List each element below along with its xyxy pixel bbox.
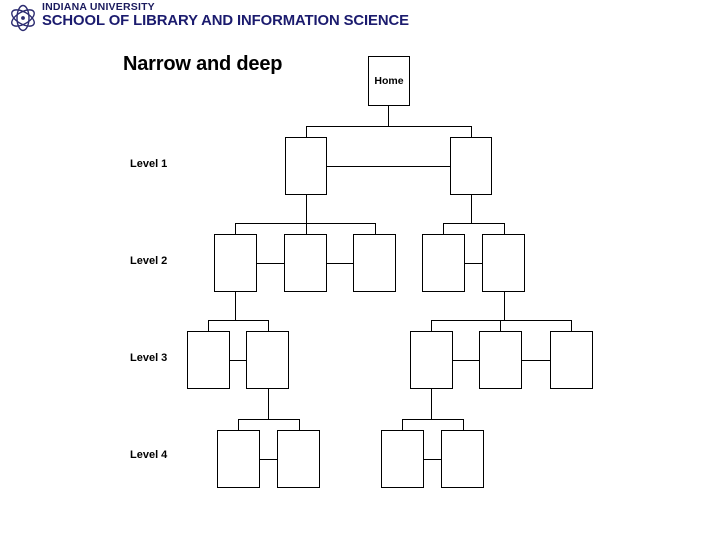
node-l2-a[interactable] (214, 234, 257, 292)
node-l2-e[interactable] (482, 234, 525, 292)
edge-to-l3-a (208, 320, 209, 331)
edge-l3b-down (268, 389, 269, 419)
node-l1-b[interactable] (450, 137, 492, 195)
edge-to-l4-c (402, 419, 403, 430)
edge-sibling-l3-cd (453, 360, 479, 361)
header-university-name: INDIANA UNIVERSITY (42, 1, 155, 13)
edge-l2e-down (504, 292, 505, 320)
edge-level3-left-bus (208, 320, 268, 321)
page-title: Narrow and deep (123, 53, 283, 75)
edge-level2-left-bus (235, 223, 376, 224)
edge-l3c-down (431, 389, 432, 419)
edge-sibling-l3-de (522, 360, 550, 361)
node-l1-a[interactable] (285, 137, 327, 195)
edge-to-l3-d (500, 320, 501, 331)
edge-to-l3-c (431, 320, 432, 331)
edge-to-l1-a (306, 126, 307, 137)
edge-to-l4-a (238, 419, 239, 430)
node-l4-b[interactable] (277, 430, 320, 488)
edge-to-l2-e (504, 223, 505, 234)
edge-l1b-down (471, 195, 472, 223)
edge-sibling-l4-cd (424, 459, 441, 460)
level-label-1: Level 1 (130, 158, 168, 170)
edge-sibling-l1 (327, 166, 450, 167)
edge-home-down (388, 106, 389, 126)
edge-to-l3-b (268, 320, 269, 331)
node-l4-a[interactable] (217, 430, 260, 488)
edge-level1-bus (306, 126, 472, 127)
node-l3-d[interactable] (479, 331, 522, 389)
edge-l2a-down (235, 292, 236, 320)
edge-level4-left-bus (238, 419, 299, 420)
node-l2-c[interactable] (353, 234, 396, 292)
edge-to-l4-b (299, 419, 300, 430)
iu-atom-trefoil-icon (6, 3, 40, 33)
edge-sibling-l2-bc (327, 263, 354, 264)
node-l2-d[interactable] (422, 234, 465, 292)
node-l3-b[interactable] (246, 331, 289, 389)
level-label-3: Level 3 (130, 352, 168, 364)
edge-to-l3-e (571, 320, 572, 331)
slide-footer: Advanced Information Architecture- Fall … (0, 505, 720, 540)
node-l3-a[interactable] (187, 331, 230, 389)
edge-to-l2-c (375, 223, 376, 234)
node-l3-c[interactable] (410, 331, 453, 389)
edge-sibling-l2-de (465, 263, 482, 264)
node-home-label: Home (374, 75, 404, 87)
edge-to-l2-d (443, 223, 444, 234)
header-school-name: SCHOOL OF LIBRARY AND INFORMATION SCIENC… (42, 12, 409, 29)
edge-to-l1-b (471, 126, 472, 137)
node-l4-d[interactable] (441, 430, 484, 488)
node-home[interactable]: Home (368, 56, 410, 106)
edge-sibling-l4-ab (260, 459, 277, 460)
level-label-4: Level 4 (130, 449, 168, 461)
node-l4-c[interactable] (381, 430, 424, 488)
edge-to-l2-b (306, 223, 307, 234)
edge-level4-right-bus (402, 419, 463, 420)
slide-header: INDIANA UNIVERSITY SCHOOL OF LIBRARY AND… (0, 0, 720, 36)
edge-sibling-l3-ab (230, 360, 246, 361)
edge-level3-right-bus (431, 320, 571, 321)
edge-level2-right-bus (443, 223, 504, 224)
edge-l1a-down (306, 195, 307, 223)
level-label-2: Level 2 (130, 255, 168, 267)
node-l2-b[interactable] (284, 234, 327, 292)
edge-to-l4-d (463, 419, 464, 430)
node-l3-e[interactable] (550, 331, 593, 389)
edge-sibling-l2-ab (257, 263, 284, 264)
edge-to-l2-a (235, 223, 236, 234)
